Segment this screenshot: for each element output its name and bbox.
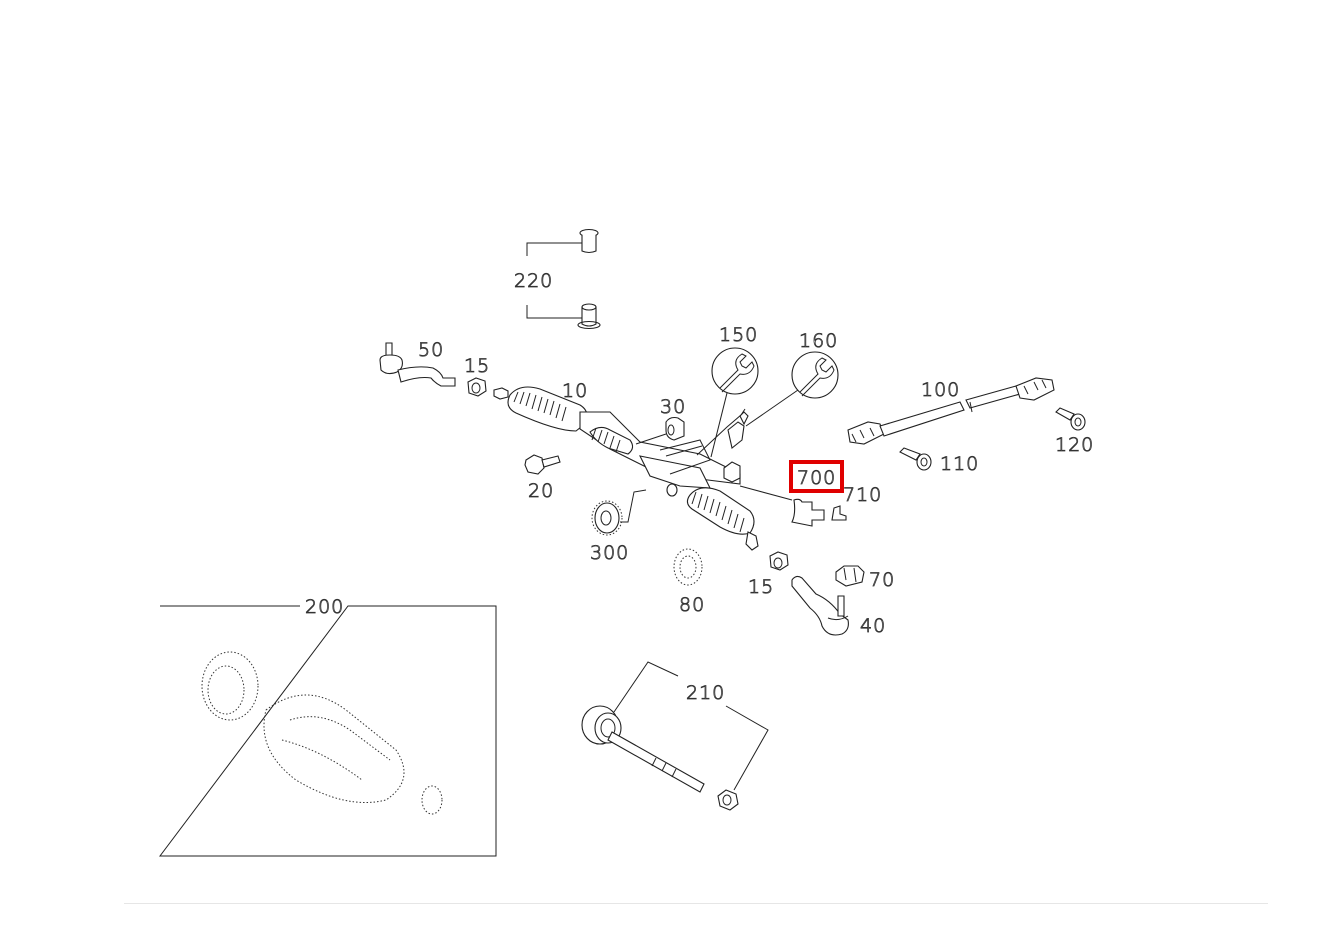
part-70-nut[interactable] <box>835 565 865 587</box>
callout-710[interactable]: 710 <box>843 484 882 507</box>
callout-30[interactable]: 30 <box>660 396 686 419</box>
part-40-tie-rod-end-right[interactable] <box>791 575 849 636</box>
part-30-bushing[interactable] <box>635 416 685 445</box>
part-15-nut-right[interactable] <box>769 551 789 571</box>
part-700-fitting[interactable] <box>739 485 825 527</box>
callout-150[interactable]: 150 <box>719 324 758 347</box>
part-10-steering-rack[interactable] <box>493 386 759 551</box>
wrench-icon <box>719 353 755 393</box>
callout-80[interactable]: 80 <box>679 594 705 617</box>
part-15-nut-left[interactable] <box>467 377 487 397</box>
part-50-tie-rod-end-left[interactable] <box>379 342 456 387</box>
part-110-bolt[interactable] <box>899 447 932 471</box>
callout-300[interactable]: 300 <box>590 542 629 565</box>
highlight-box-700 <box>789 460 844 493</box>
callout-110[interactable]: 110 <box>940 453 979 476</box>
callout-15-right[interactable]: 15 <box>748 576 774 599</box>
callout-200[interactable]: 200 <box>305 596 344 619</box>
callout-120[interactable]: 120 <box>1055 434 1094 457</box>
callout-10[interactable]: 10 <box>562 380 588 403</box>
part-710-seal[interactable] <box>831 505 847 521</box>
wrench-icon <box>799 357 835 397</box>
callout-70[interactable]: 70 <box>869 569 895 592</box>
part-300-mount[interactable] <box>591 489 647 536</box>
callout-210[interactable]: 210 <box>686 682 725 705</box>
part-200-repair-kit[interactable] <box>158 605 497 857</box>
part-120-bolt[interactable] <box>1055 407 1086 431</box>
callout-50[interactable]: 50 <box>418 339 444 362</box>
callout-15-left[interactable]: 15 <box>464 355 490 378</box>
footer-divider <box>124 903 1268 904</box>
callout-20[interactable]: 20 <box>528 480 554 503</box>
callout-220[interactable]: 220 <box>514 270 553 293</box>
part-150-tightening-torque[interactable] <box>710 347 759 458</box>
callout-160[interactable]: 160 <box>799 330 838 353</box>
part-80-ring[interactable] <box>673 548 703 586</box>
part-220-bushings[interactable] <box>526 228 601 330</box>
callout-700[interactable]: 700 <box>797 467 836 490</box>
part-210-inner-tie-rod[interactable] <box>581 661 769 811</box>
callout-40[interactable]: 40 <box>860 615 886 638</box>
part-20-bolt[interactable] <box>524 454 561 475</box>
part-100-intermediate-steering-shaft[interactable] <box>847 377 1055 445</box>
part-160-tightening-torque[interactable] <box>745 351 839 427</box>
callout-100[interactable]: 100 <box>921 379 960 402</box>
